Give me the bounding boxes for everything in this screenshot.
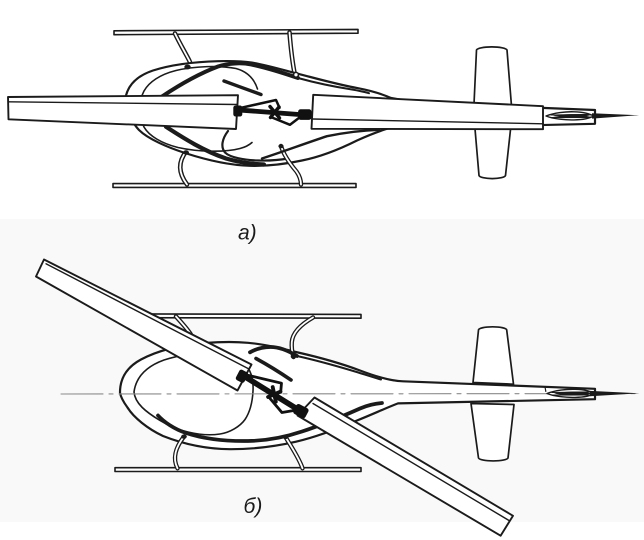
svg-text:б): б) — [244, 495, 263, 518]
svg-text:а): а) — [238, 222, 257, 245]
